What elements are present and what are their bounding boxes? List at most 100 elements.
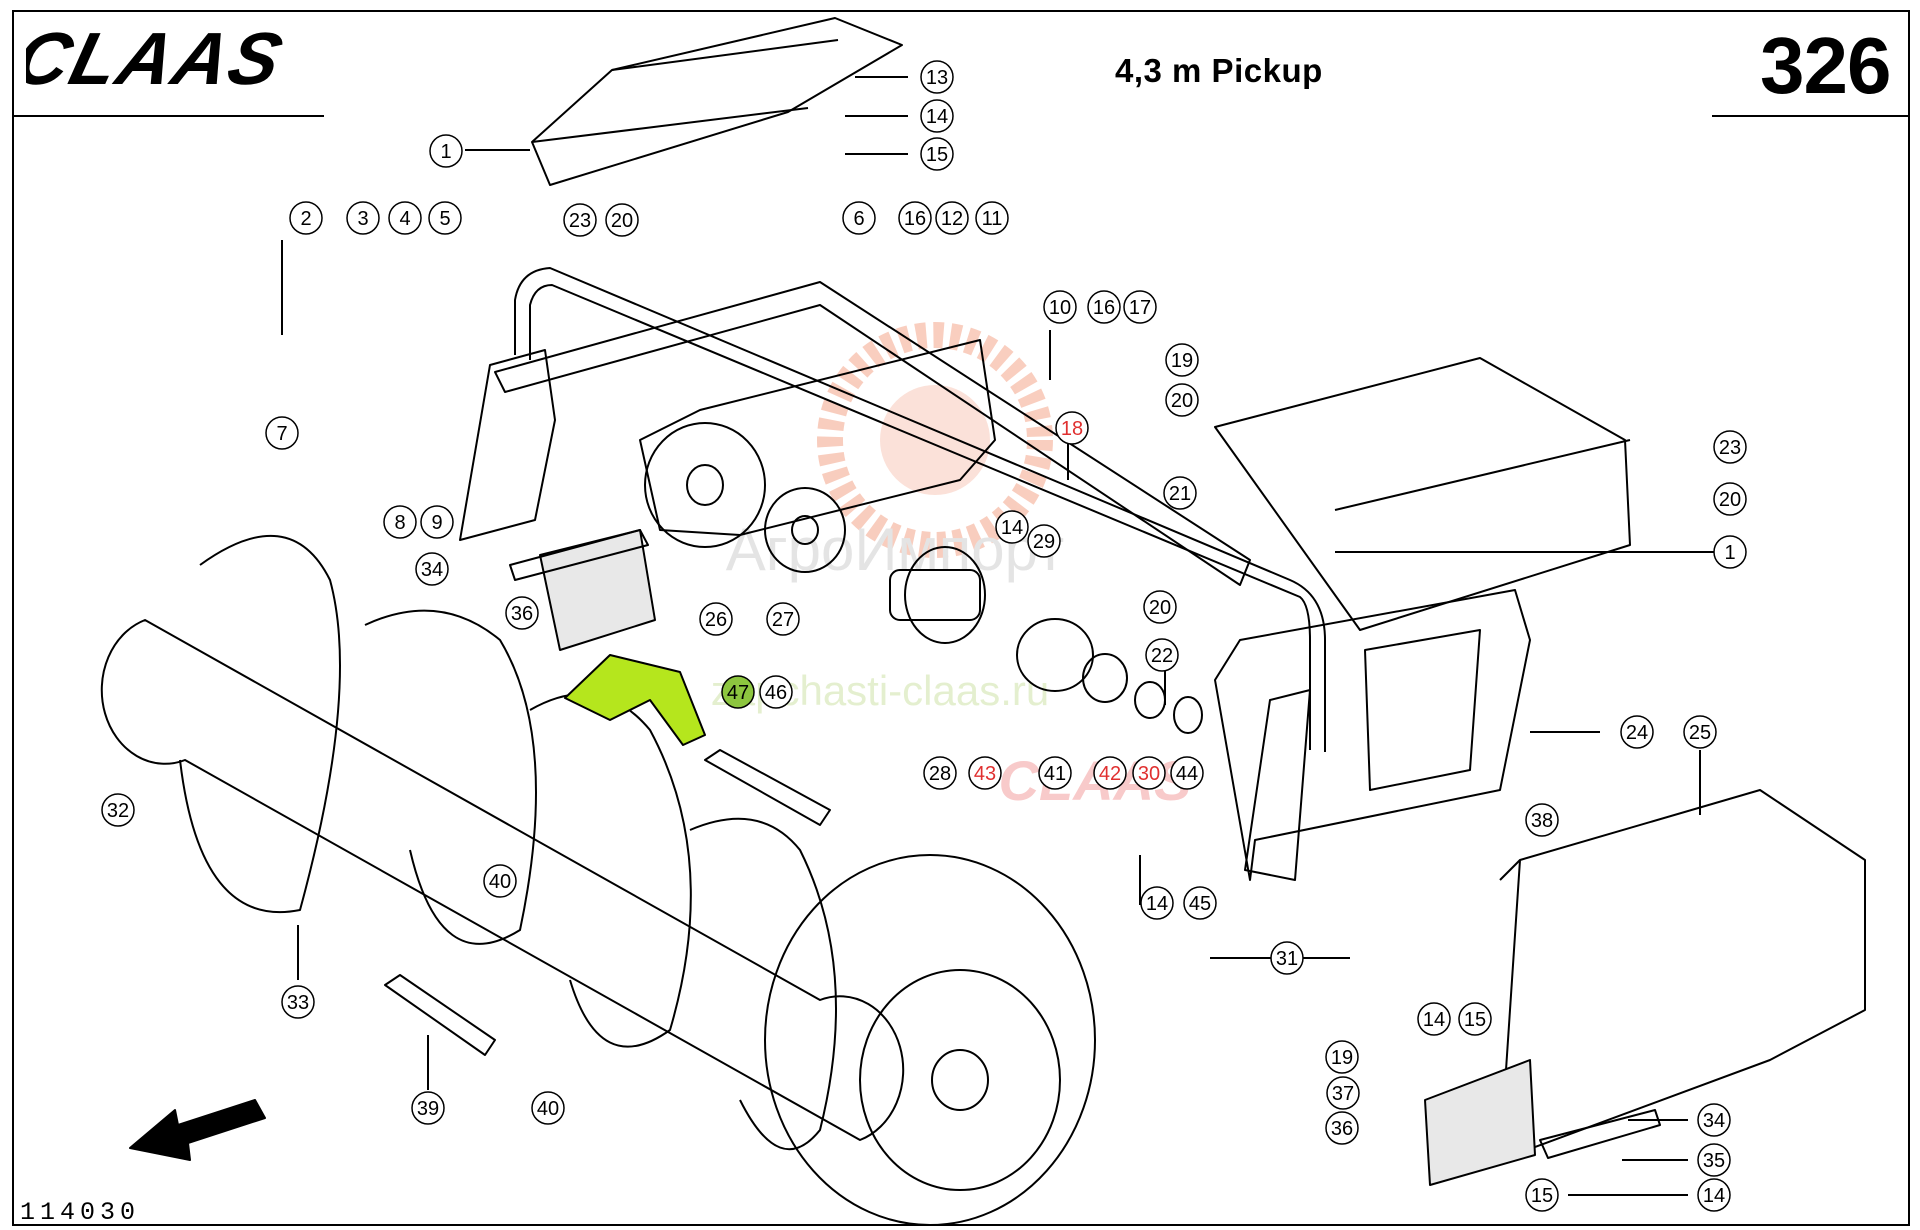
callout-label: 40 [537, 1098, 559, 1120]
callout-27: 27 [766, 602, 800, 636]
callout-circle [483, 864, 517, 898]
hub-27 [764, 487, 846, 573]
callout-label: 46 [765, 682, 787, 704]
callout-13: 13 [920, 60, 954, 94]
callout-33: 33 [281, 985, 315, 1019]
gearbox-bore [686, 464, 724, 506]
callout-circle [1325, 1111, 1359, 1145]
callout-label: 14 [1703, 1185, 1725, 1207]
callout-label: 20 [1171, 390, 1193, 412]
watermark: АгроИмпорт zapchasti-claas.ru CLAAS [711, 322, 1191, 812]
callout-16: 16 [898, 201, 932, 235]
callout-label: 15 [1531, 1185, 1553, 1207]
callout-circle [1140, 886, 1174, 920]
callout-24: 24 [1620, 715, 1654, 749]
callout-29: 29 [1027, 524, 1061, 558]
callout-circle [1132, 756, 1166, 790]
callout-label: 1 [1724, 542, 1735, 564]
callout-circle [842, 201, 876, 235]
callout-circle [1170, 756, 1204, 790]
gearbox-housing [639, 339, 996, 536]
callout-label: 28 [929, 763, 951, 785]
callout-circle [531, 1091, 565, 1125]
callout-38: 38 [1525, 803, 1559, 837]
callout-20: 20 [1713, 482, 1747, 516]
callout-circle [281, 985, 315, 1019]
callout-32: 32 [101, 793, 135, 827]
callout-circle [968, 756, 1002, 790]
callout-label: 1 [440, 141, 451, 163]
callout-34: 34 [1697, 1103, 1731, 1137]
callout-41: 41 [1038, 756, 1072, 790]
callout-circle [605, 203, 639, 237]
callout-15: 15 [1458, 1002, 1492, 1036]
callout-label: 41 [1044, 763, 1066, 785]
callout-label: 7 [276, 423, 287, 445]
callout-label: 8 [394, 512, 405, 534]
upper-frame-rail [494, 281, 1251, 586]
callout-label: 36 [511, 603, 533, 625]
callout-circle [721, 675, 755, 709]
callout-label: 14 [1423, 1009, 1445, 1031]
callout-label: 4 [399, 208, 410, 230]
callout-label: 45 [1189, 893, 1211, 915]
callout-label: 43 [974, 763, 996, 785]
callout-label: 47 [727, 682, 749, 704]
claas-logo: CLAAS [26, 22, 292, 92]
callout-label: 3 [357, 208, 368, 230]
highlighted-part-47 [564, 654, 706, 746]
callout-label: 11 [982, 208, 1003, 230]
callout-circle [1697, 1103, 1731, 1137]
callout-18: 18 [1055, 411, 1089, 445]
callout-label: 12 [941, 208, 963, 230]
callout-circle [1038, 756, 1072, 790]
callout-9: 9 [420, 505, 454, 539]
callout-circle [1123, 290, 1157, 324]
callout-label: 20 [1719, 489, 1741, 511]
auger-flight-2 [364, 609, 537, 945]
callout-circle [1163, 476, 1197, 510]
callout-circle [1270, 941, 1304, 975]
callout-label: 20 [611, 210, 633, 232]
callout-14: 14 [920, 99, 954, 133]
callout-label: 34 [421, 559, 443, 581]
drive-flange-28 [904, 546, 986, 644]
left-side-plate [459, 349, 556, 541]
callout-circle [1325, 1040, 1359, 1074]
upper-tube-inner [529, 284, 1311, 750]
callout-label: 17 [1129, 297, 1151, 319]
callout-23: 23 [563, 203, 597, 237]
callout-circle [346, 201, 380, 235]
callout-25: 25 [1683, 715, 1717, 749]
callout-28: 28 [923, 756, 957, 790]
callout-circle [563, 203, 597, 237]
callout-circle [428, 201, 462, 235]
callout-label: 37 [1332, 1083, 1354, 1105]
drum-end-disc-outer [764, 854, 1096, 1226]
callout-35: 35 [1697, 1143, 1731, 1177]
callout-label: 16 [1093, 297, 1115, 319]
right-cover [1214, 357, 1631, 631]
right-cover-fold [1334, 439, 1631, 511]
callout-1: 1 [429, 134, 463, 168]
callout-42: 42 [1093, 756, 1127, 790]
callout-circle [1458, 1002, 1492, 1036]
callout-37: 37 [1326, 1076, 1360, 1110]
callout-circle [1087, 290, 1121, 324]
callout-circle [935, 201, 969, 235]
drum-hub [931, 1049, 989, 1111]
bar-46 [704, 749, 831, 826]
shield-25-edge [1499, 859, 1521, 881]
callout-label: 19 [1331, 1047, 1353, 1069]
callout-8: 8 [383, 505, 417, 539]
callout-circle [1683, 715, 1717, 749]
callout-10: 10 [1043, 290, 1077, 324]
direction-arrow-icon [129, 1099, 266, 1161]
callout-label: 2 [300, 208, 311, 230]
callout-circle [1620, 715, 1654, 749]
callout-label: 5 [439, 208, 450, 230]
callout-circle [429, 134, 463, 168]
auger-flight-4 [689, 817, 837, 1151]
callout-44: 44 [1170, 756, 1204, 790]
